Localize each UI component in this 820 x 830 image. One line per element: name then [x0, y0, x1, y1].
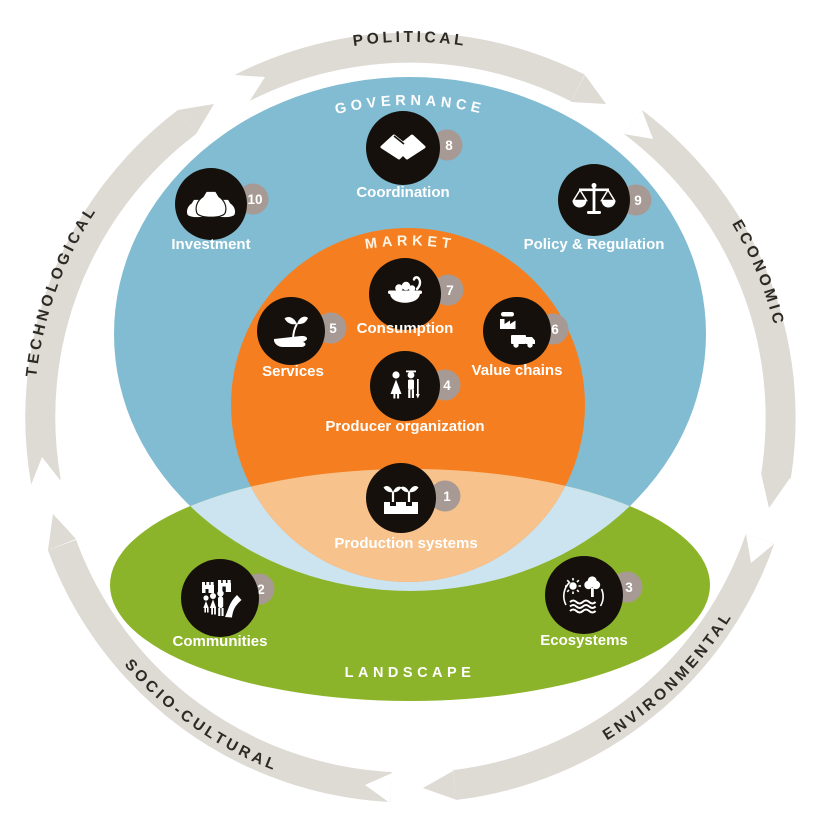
- node-policy-regulation: 9 Policy & Regulation: [524, 164, 665, 253]
- arrow-notch-political: [235, 75, 265, 102]
- node-label: Investment: [171, 236, 250, 253]
- node-label: Production systems: [334, 535, 477, 552]
- node-label: Communities: [172, 633, 267, 650]
- node-label: Coordination: [356, 184, 449, 201]
- badge-number: 3: [625, 580, 633, 595]
- landscape-label: LANDSCAPE: [345, 665, 476, 681]
- arrow-notch-economic: [624, 110, 653, 139]
- arrow-notch-technological: [31, 457, 60, 485]
- badge: [429, 480, 461, 512]
- node-ecosystems: 3 Ecosystems: [540, 556, 643, 649]
- node-communities: 2 Communities: [172, 559, 275, 650]
- badge-number: 2: [257, 582, 265, 597]
- node-label: Services: [262, 363, 324, 380]
- node-investment: 10 Investment: [171, 168, 269, 253]
- governance-landscape-overlap: [114, 469, 706, 591]
- handshake-icon: [380, 134, 426, 160]
- node-circle: [257, 297, 325, 365]
- node-coordination: 8 Coordination: [356, 111, 463, 201]
- node-label: Consumption: [357, 320, 454, 337]
- arrow-head-technological: [178, 104, 214, 134]
- planter-sprouts-icon: [383, 486, 419, 514]
- arrow-notch-socio-cultural: [365, 773, 392, 803]
- node-circle: [370, 351, 440, 421]
- ring-segment-socio-cultural: [47, 539, 392, 802]
- node-production-systems: 1 Production systems: [334, 463, 478, 552]
- badge-number: 4: [443, 378, 451, 393]
- arrow-notch-environmental: [746, 534, 774, 563]
- badge-number: 10: [247, 192, 262, 207]
- pot-ladle-icon: [388, 276, 422, 303]
- node-circle: [545, 556, 623, 634]
- arrow-head-political: [571, 75, 606, 104]
- badge-number: 1: [443, 489, 451, 504]
- sun-tree-water-icon: [563, 576, 604, 614]
- node-label: Value chains: [472, 362, 563, 379]
- houses-people-road-icon: [202, 580, 242, 618]
- badge-number: 6: [551, 322, 559, 337]
- ring-segment-environmental: [453, 534, 775, 800]
- factory-truck-icon: [500, 312, 535, 348]
- arrow-head-environmental: [423, 771, 457, 800]
- badge-number: 9: [634, 193, 642, 208]
- node-value-chains: 6 Value chains: [472, 297, 569, 379]
- node-circle: [483, 297, 551, 365]
- badge-number: 5: [329, 321, 337, 336]
- arrow-head-socio-cultural: [48, 514, 76, 550]
- badge-number: 8: [445, 138, 453, 153]
- farmers-icon: [390, 370, 420, 399]
- scales-icon: [572, 183, 616, 214]
- ring-segment-political: [235, 32, 585, 102]
- ring-segment-economic: [623, 110, 796, 479]
- ring-segment-technological: [25, 110, 197, 485]
- node-circle: [366, 463, 436, 533]
- badge-number: 7: [446, 283, 454, 298]
- node-producer-organization: 4 Producer organization: [325, 351, 485, 435]
- node-label: Producer organization: [325, 418, 484, 435]
- arrow-head-economic: [761, 473, 790, 508]
- node-label: Policy & Regulation: [524, 236, 665, 253]
- node-services: 5 Services: [257, 297, 347, 380]
- hand-sprout-icon: [274, 316, 308, 347]
- node-label: Ecosystems: [540, 632, 628, 649]
- market-label: MARKET: [364, 233, 456, 253]
- node-consumption: 7 Consumption: [357, 258, 464, 337]
- ring-label-political: POLITICAL: [352, 29, 468, 50]
